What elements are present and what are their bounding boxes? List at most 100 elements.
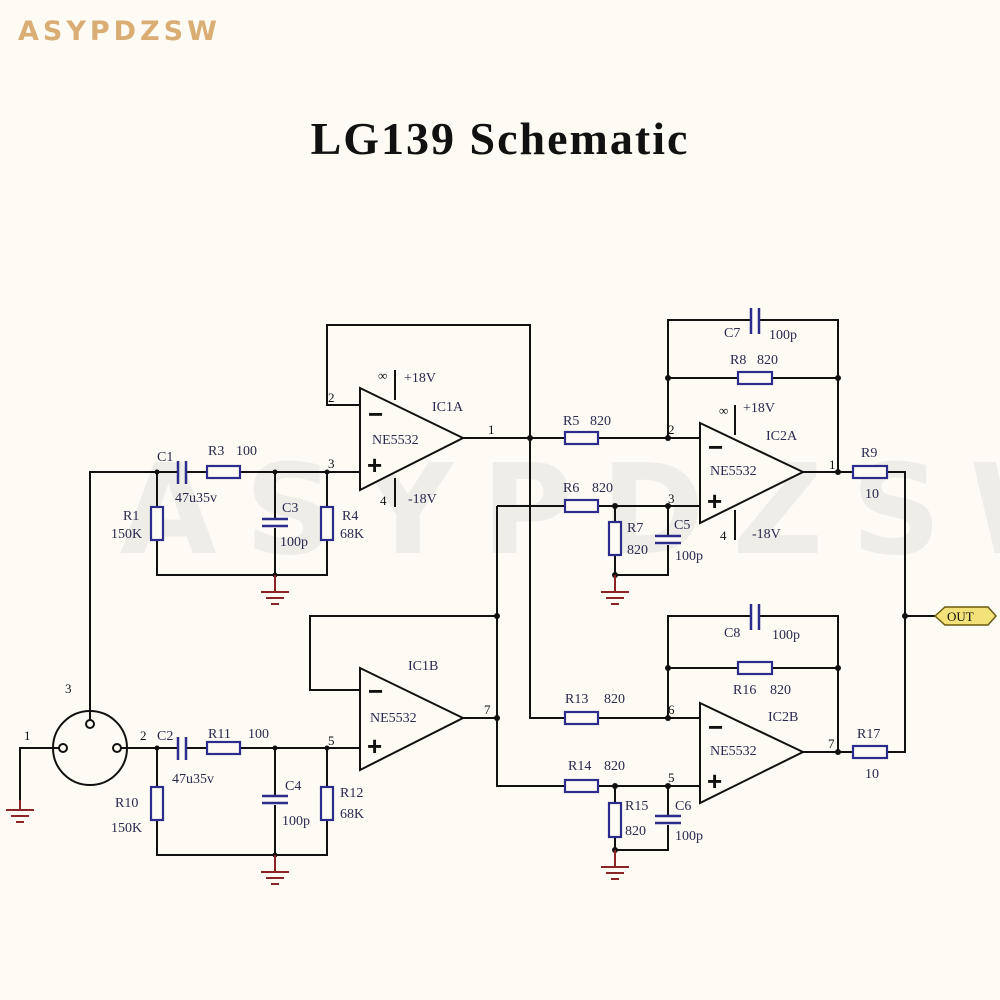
resistor-r14	[563, 778, 600, 794]
part-ref: C1	[157, 450, 173, 465]
inverting-input-sign: −	[368, 676, 383, 706]
part-value: 68K	[340, 807, 364, 822]
part-value: 100p	[282, 814, 310, 829]
part-ref: C6	[675, 799, 691, 814]
ic-ref-label: IC1A	[432, 400, 464, 415]
ic-part-label: NE5532	[370, 711, 417, 726]
part-value: 100p	[675, 549, 703, 564]
capacitors	[176, 308, 761, 825]
pin-label: 1	[829, 457, 836, 472]
pin-label: 6	[668, 702, 675, 717]
part-ref: R13	[565, 692, 588, 707]
wires	[19, 319, 935, 856]
part-ref: R1	[123, 509, 139, 524]
part-ref: R17	[857, 727, 880, 742]
pin-label: ∞	[719, 403, 728, 418]
ic-ref-label: IC2A	[766, 429, 798, 444]
part-value: 150K	[111, 527, 142, 542]
supply-label: -18V	[408, 492, 437, 507]
ground-icon	[6, 800, 34, 823]
supply-label: +18V	[404, 371, 436, 386]
noninverting-input-sign: +	[707, 766, 722, 796]
part-ref: R4	[342, 509, 358, 524]
pin-label: 3	[328, 456, 335, 471]
part-ref: R3	[208, 444, 224, 459]
part-value: 100p	[769, 328, 797, 343]
part-ref: C8	[724, 626, 740, 641]
part-value: 100p	[675, 829, 703, 844]
resistor-r8	[736, 370, 774, 386]
part-value: 820	[604, 692, 625, 707]
part-value: 100p	[772, 628, 800, 643]
capacitor-c5	[655, 534, 681, 545]
ic-part-label: NE5532	[710, 464, 757, 479]
opamp-ic1b: − + NE5532 IC1B 5 7	[328, 659, 491, 772]
pin-label: 3	[668, 491, 675, 506]
part-ref: R14	[568, 759, 591, 774]
part-value: 820	[627, 543, 648, 558]
part-value: 100	[236, 444, 257, 459]
resistor-r3	[205, 464, 242, 480]
part-ref: R12	[340, 786, 363, 801]
brand-logo: ASYPDZSW	[18, 16, 221, 47]
part-value: 820	[592, 481, 613, 496]
capacitor-c1	[176, 461, 188, 484]
part-value: 10	[865, 487, 879, 502]
noninverting-input-sign: +	[367, 450, 382, 480]
pin-label: 7	[828, 736, 835, 751]
part-value: 47u35v	[175, 491, 217, 506]
pin-label: 7	[484, 702, 491, 717]
part-value: 47u35v	[172, 772, 214, 787]
capacitor-c3	[262, 517, 288, 528]
resistor-r17	[851, 744, 889, 760]
resistor-r9	[851, 464, 889, 480]
component-labels: C1 47u35v R3 100 R1 150K C3 100p R4 68K …	[111, 326, 880, 844]
pin-label: 5	[668, 770, 675, 785]
resistor-r15	[607, 801, 623, 839]
inverting-input-sign: −	[708, 712, 723, 742]
page-title: LG139 Schematic	[310, 113, 690, 164]
part-ref: C5	[674, 518, 690, 533]
part-value: 100	[248, 727, 269, 742]
part-value: 10	[865, 767, 879, 782]
part-ref: R5	[563, 414, 579, 429]
opamp-ic1a: − + NE5532 IC1A 2 3 1 ∞ +18V -18V 4	[328, 368, 495, 508]
capacitor-c8	[749, 604, 761, 630]
part-value: 100p	[280, 535, 308, 550]
pin-label: 5	[328, 733, 335, 748]
pin-label: 4	[720, 528, 727, 543]
resistor-r16	[736, 660, 774, 676]
resistor-r7	[607, 520, 623, 557]
resistor-r6	[563, 498, 600, 514]
part-ref: R16	[733, 683, 756, 698]
part-ref: C3	[282, 501, 298, 516]
capacitor-c6	[655, 814, 681, 825]
ground-icon	[601, 575, 629, 605]
ground-icon	[261, 575, 289, 605]
resistor-r13	[563, 710, 600, 726]
pin-label: ∞	[378, 368, 387, 383]
output-port-tag: OUT	[933, 606, 998, 626]
part-ref: C7	[724, 326, 740, 341]
capacitor-c2	[176, 737, 188, 760]
resistor-r11	[205, 740, 242, 756]
part-value: 820	[770, 683, 791, 698]
supply-label: -18V	[752, 527, 781, 542]
xlr-pin-2-label: 2	[140, 728, 147, 743]
ic-part-label: NE5532	[372, 433, 419, 448]
part-value: 150K	[111, 821, 142, 836]
ground-symbols	[6, 575, 629, 885]
resistor-r5	[563, 430, 600, 446]
pin-label: 4	[380, 493, 387, 508]
inverting-input-sign: −	[708, 432, 723, 462]
part-ref: C2	[157, 729, 173, 744]
ic-part-label: NE5532	[710, 744, 757, 759]
part-ref: R15	[625, 799, 648, 814]
part-ref: R9	[861, 446, 877, 461]
xlr-connector: 1 2 3	[24, 681, 147, 786]
pin-label: 2	[328, 390, 335, 405]
output-label: OUT	[947, 609, 974, 624]
part-value: 820	[604, 759, 625, 774]
